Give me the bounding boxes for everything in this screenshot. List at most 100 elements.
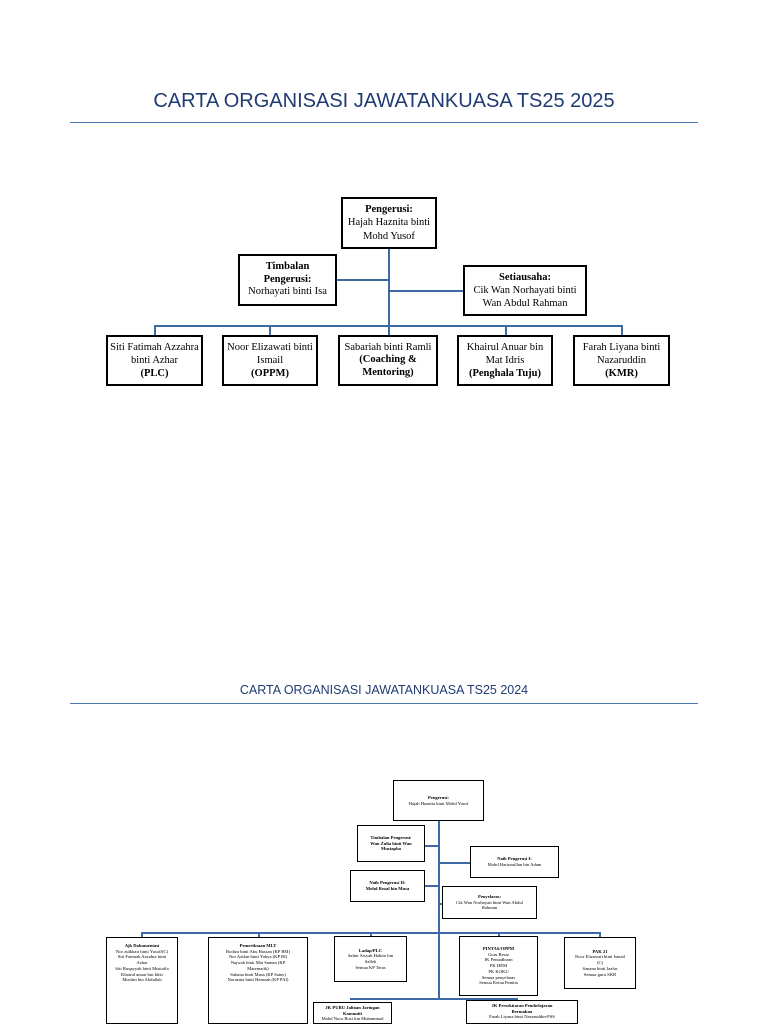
chair-box: Pengerusi: Hajah Haznita binti Mohd Yuso…: [341, 197, 437, 249]
member-name-line2: (Coaching &: [359, 354, 417, 366]
connector-2024-naib1: [439, 862, 471, 864]
connector-member-1: [154, 325, 156, 336]
deputy-line3-2024: Mustapha: [381, 846, 401, 852]
unit-line: Guru Besar: [487, 951, 510, 957]
member-name-line2: binti Azhar: [131, 354, 178, 366]
unit-line: Najwah binti Mat Saman (KP: [230, 960, 286, 966]
unit-line: Norazuia binti Hamzah (KP PAI): [227, 977, 289, 983]
unit-line: Salleh: [364, 959, 377, 964]
unit-line: Komuniti: [343, 1010, 362, 1016]
member-name-line1: Noor Elizawati binti: [227, 341, 313, 353]
secretary-name-line1: Cik Wan Norhayati binti: [473, 284, 577, 296]
unit-head: Ajk Dokumentasi: [124, 943, 160, 948]
unit-line: JK Pentadbiran: [484, 957, 513, 963]
chair-role-2024: Pengerusi:: [428, 794, 449, 800]
unit-head: Pemeriksaan MLT: [239, 943, 277, 948]
connector-2024-secretary: [439, 903, 443, 905]
member-box-kmr: Farah Liyana binti Nazaruddin (KMR): [573, 335, 670, 386]
unit-box-persekitaran: JK Persekitaran Pembelajaran Bermakna Fa…: [466, 1000, 578, 1024]
connector-2024-unit-2: [258, 932, 260, 938]
unit-line: Rodiza binti Abu Hassan (KP BM): [225, 948, 290, 954]
naib2-line2-2024: Mohd Rezal bin Musa: [365, 886, 410, 891]
unit-line: Noor Elizawati binti Ismail: [574, 954, 626, 960]
unit-line: Semua guru SKB: [583, 971, 617, 977]
unit-line: Semua Ketua Panitia: [479, 980, 518, 986]
connector-2024-trunk: [438, 821, 440, 933]
page-title-2024: CARTA ORGANISASI JAWATANKUASA TS25 2024: [239, 683, 529, 697]
connector-member-5: [621, 325, 623, 336]
unit-box-pintas-oppm: PINTAS/OPPM Guru Besar JK Pentadbiran PK…: [459, 936, 538, 996]
member-unit: (Penghala Tuju): [468, 368, 542, 380]
connector-member-2: [269, 325, 271, 336]
connector-2024-bottom-trunk: [438, 933, 440, 999]
member-name-line1: Khairul Anuar bin: [466, 341, 544, 353]
naib1-line2-2024: Mohd Harizzaillan bin Adam: [487, 862, 542, 867]
unit-box-mlt: Pemeriksaan MLT Rodiza binti Abu Hassan …: [208, 937, 308, 1024]
deputy-box: Timbalan Pengerusi: Norhayati binti Isa: [238, 254, 337, 306]
connector-2024-unit-3: [370, 932, 372, 937]
secretary-line3-2024: Rahman: [481, 905, 498, 911]
unit-head: JK Persekitaran Pembelajaran: [491, 1003, 553, 1008]
member-name-line2: Mat Idris: [485, 354, 525, 366]
member-name-line1: Sabariah binti Ramli: [344, 341, 432, 353]
member-name-line2: Ismail: [256, 354, 284, 366]
unit-line: Bermakna: [511, 1008, 533, 1014]
member-box-plc: Siti Fatimah Azzahra binti Azhar (PLC): [106, 335, 203, 386]
secretary-box: Setiausaha: Cik Wan Norhayati binti Wan …: [463, 265, 587, 316]
connector-secretary: [389, 290, 464, 292]
unit-line: Suhana binti Musa (KP Sains): [230, 971, 286, 977]
deputy-name: Norhayati binti Isa: [248, 286, 327, 298]
member-unit: (KMR): [605, 368, 638, 380]
member-name-line2: Nazaruddin: [597, 354, 646, 366]
member-unit: (PLC): [140, 368, 169, 380]
unit-line: Sanana binti Jaafar: [582, 965, 618, 971]
chair-role: Pengerusi:: [365, 204, 413, 216]
unit-line: PK KOKU: [488, 968, 509, 974]
member-name-line1: Farah Liyana binti: [582, 341, 661, 353]
unit-line: Farah Liyana binti Nazaruddin-PSS: [489, 1014, 555, 1020]
member-unit: (OPPM): [251, 368, 289, 380]
member-unit: Mentoring): [362, 366, 414, 378]
unit-box-pak21: PAK 21 Noor Elizawati binti Ismail (C) S…: [564, 937, 636, 989]
unit-head: Ladap/PLC: [358, 947, 383, 953]
secretary-line2-2024: Cik Wan Norhayati binti Wan Abdul: [456, 899, 523, 905]
secretary-role: Setiausaha:: [499, 271, 551, 283]
unit-head: PAK 21: [592, 948, 608, 954]
naib2-line1-2024: Naib Pengerusi II:: [369, 880, 406, 886]
member-box-oppm: Noor Elizawati binti Ismail (OPPM): [222, 335, 318, 386]
page-title-2025: CARTA ORGANISASI JAWATANKUASA TS25 2025: [153, 90, 615, 112]
chair-name-2024: Hajah Haznita binti Mohd Yusof: [408, 800, 469, 806]
title-underline-2025: [70, 122, 698, 123]
unit-box-ladap-plc: Ladap/PLC Salmi Aisyah Hakim bin Salleh …: [334, 936, 407, 982]
naib1-line1-2024: Naib Pengerusi I:: [497, 856, 532, 862]
unit-line: Nor zulkhair binti Yusoff(C): [115, 948, 169, 954]
connector-trunk: [388, 248, 390, 326]
unit-box-puru: JK PURU Jalinan Jaringan Komuniti Mohd N…: [313, 1002, 392, 1024]
deputy-line1-2024: Timbalan Pengerusi:: [370, 834, 412, 840]
naib1-box-2024: Naib Pengerusi I: Mohd Harizzaillan bin …: [470, 846, 559, 878]
unit-line: Khairul anuar bin Idris: [121, 971, 163, 977]
deputy-box-2024: Timbalan Pengerusi: Wan Zulia binti Wan …: [357, 825, 425, 862]
connector-2024-deputy: [424, 845, 438, 847]
unit-head: JK PURU Jalinan Jaringan: [325, 1005, 380, 1010]
connector-2024-unit-5: [599, 932, 601, 938]
naib2-box-2024: Naib Pengerusi II: Mohd Rezal bin Musa: [350, 870, 425, 902]
deputy-role-line2: Pengerusi:: [263, 273, 312, 285]
chair-name-line1: Hajah Haznita binti: [347, 217, 431, 229]
connector-2024-bottom-bar: [350, 998, 518, 1000]
unit-line: Semua KP Teras: [355, 964, 386, 970]
chair-name-line2: Mohd Yusof: [363, 230, 415, 242]
unit-line: Siti Ruqayyah binti Mustaffa: [115, 965, 169, 971]
connector-member-3: [388, 325, 390, 336]
unit-line: Salmi Aisyah Hakim bin: [347, 953, 394, 959]
deputy-role-line1: Timbalan: [265, 261, 310, 273]
chair-box-2024: Pengerusi: Hajah Haznita binti Mohd Yuso…: [393, 780, 484, 821]
unit-line: Muslim bin Abdullah: [122, 977, 162, 983]
unit-line: Semua penyelaras: [481, 974, 516, 980]
secretary-line1-2024: Penyelaras:: [478, 893, 501, 899]
unit-box-dokumentasi: Ajk Dokumentasi Nor zulkhair binti Yusof…: [106, 937, 178, 1024]
unit-head: PINTAS/OPPM: [482, 945, 515, 951]
connector-2024-unit-1: [141, 932, 143, 938]
unit-line: Siti Fatimah Azzahra binti: [117, 954, 167, 960]
secretary-box-2024: Penyelaras: Cik Wan Norhayati binti Wan …: [442, 886, 537, 919]
